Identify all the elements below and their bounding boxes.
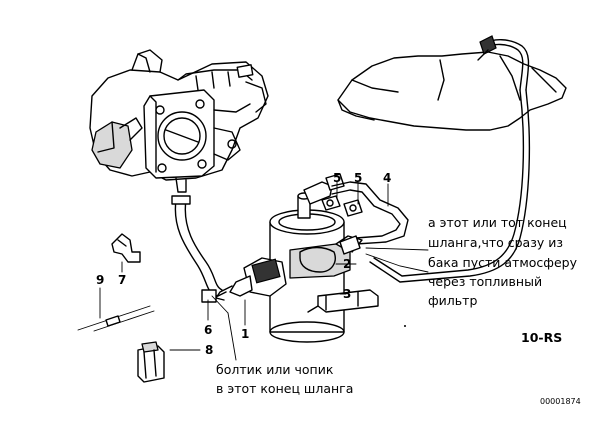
diagram-reference: 10-RS	[521, 330, 562, 345]
part-label-3: 3	[343, 287, 351, 301]
annotation-right: а этот или тот конец шланга,что сразу из…	[428, 215, 578, 308]
part-label-2: 2	[343, 257, 351, 271]
fuel-tank	[337, 35, 567, 283]
line-part-9	[77, 305, 155, 332]
part-label-6: 6	[204, 323, 212, 337]
annotation-right-line-4: через топливный	[428, 274, 542, 289]
part-label-5b: 5	[354, 171, 362, 185]
purge-valve	[171, 195, 287, 303]
annotation-right-line-3: бака пусти атмосферу	[428, 255, 578, 270]
annotation-bottom-line-1: болтик или чопик	[216, 362, 334, 377]
annotation-bottom: болтик или чопик в этот конец шланга	[216, 362, 353, 396]
annotation-right-line-1: а этот или тот конец	[428, 215, 567, 230]
leader-lines	[99, 181, 429, 361]
annotation-bottom-line-2: в этот конец шланга	[216, 381, 353, 396]
part-label-7: 7	[118, 273, 126, 287]
part-label-1: 1	[241, 327, 249, 341]
annotation-right-line-2: шланга,что сразу из	[428, 235, 563, 250]
image-code: 00001874	[540, 397, 581, 406]
throttle-body	[89, 49, 269, 193]
annotation-right-line-5: фильтр	[428, 293, 477, 308]
connector-part-8	[137, 341, 165, 383]
part-label-8: 8	[205, 343, 213, 357]
vent-hoses	[321, 181, 409, 255]
part-label-4: 4	[383, 171, 391, 185]
part-label-9: 9	[96, 273, 104, 287]
part-label-5a: 5	[333, 171, 341, 185]
bracket-part-7	[111, 233, 141, 263]
part-labels: 1 2 3 4 5 5 6 7 8 9	[96, 171, 391, 357]
